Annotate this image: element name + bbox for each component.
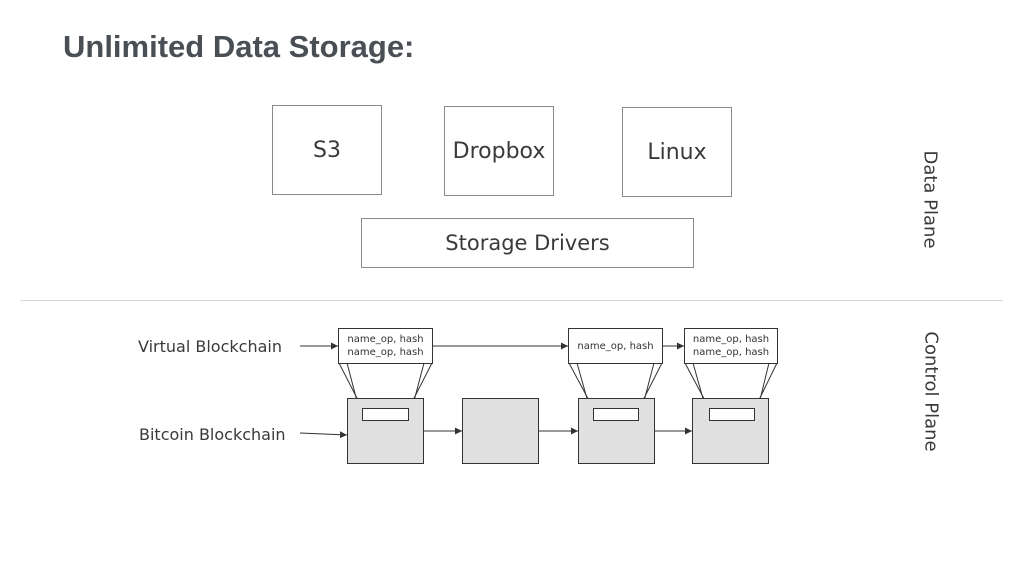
s3-label: S3 xyxy=(313,137,341,163)
dropbox-label: Dropbox xyxy=(452,138,546,164)
virtual-block-2: name_op, hash xyxy=(568,328,663,364)
linux-box: Linux xyxy=(622,107,732,197)
op-entry: name_op, hash xyxy=(347,347,424,358)
virtual-block-1: name_op, hash name_op, hash xyxy=(338,328,433,364)
plane-divider xyxy=(20,300,1003,301)
op-entry: name_op, hash xyxy=(692,334,770,345)
embedded-tx-slot xyxy=(709,408,755,421)
storage-drivers-label: Storage Drivers xyxy=(445,231,610,255)
embedded-tx-slot xyxy=(593,408,639,421)
dropbox-box: Dropbox xyxy=(444,106,554,196)
page-title: Unlimited Data Storage: xyxy=(63,29,415,64)
s3-box: S3 xyxy=(272,105,382,195)
bitcoin-entry-arrow xyxy=(299,431,348,439)
virtual-blockchain-label: Virtual Blockchain xyxy=(138,337,282,356)
linux-label: Linux xyxy=(647,139,707,165)
bitcoin-blockchain-label: Bitcoin Blockchain xyxy=(139,425,286,444)
op-entry: name_op, hash xyxy=(692,347,770,358)
bitcoin-block-1 xyxy=(347,398,424,464)
bitcoin-block-2 xyxy=(462,398,539,464)
storage-drivers-box: Storage Drivers xyxy=(361,218,694,268)
embedded-tx-slot xyxy=(362,408,409,421)
op-entry: name_op, hash xyxy=(347,334,424,345)
op-entry: name_op, hash xyxy=(577,340,654,352)
virtual-block-3: name_op, hash name_op, hash xyxy=(684,328,778,364)
